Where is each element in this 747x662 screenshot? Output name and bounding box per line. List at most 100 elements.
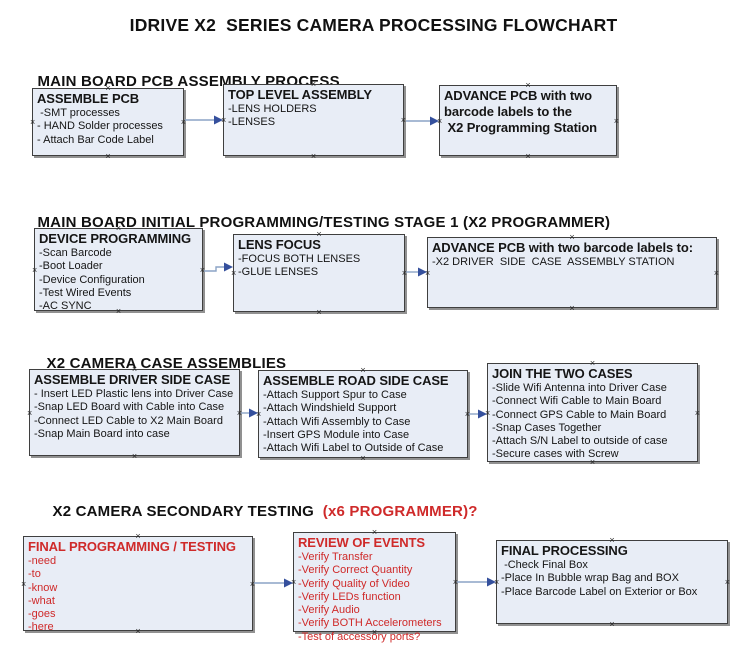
section-heading-case-assemblies: X2 CAMERA CASE ASSEMBLIES (29, 338, 286, 389)
box-item: -Attach Wifi Assembly to Case (263, 415, 411, 428)
box-items: -FOCUS BOTH LENSES-GLUE LENSES (238, 253, 404, 280)
box-item: -GLUE LENSES (238, 266, 319, 279)
connection-handle-icon (609, 621, 614, 627)
box-title: ASSEMBLE PCB (37, 91, 140, 106)
box-item: -LENS HOLDERS (228, 103, 317, 115)
connection-handle-icon (231, 270, 236, 276)
box-item: -Connect Wifi Cable to Main Board (492, 395, 662, 408)
connection-handle-icon (525, 153, 530, 159)
connection-handle-icon (132, 453, 137, 459)
box-item: -to (28, 568, 41, 581)
flow-arrow (406, 116, 439, 126)
flow-box-advance-pcb-programming-station: ADVANCE PCB with two barcode labels to t… (439, 85, 617, 156)
flow-box-top-level-assembly: TOP LEVEL ASSEMBLY -LENS HOLDERS-LENSES (223, 84, 404, 156)
box-item: -Verify Correct Quantity (298, 564, 413, 577)
page-title: IDRIVE X2 SERIES CAMERA PROCESSING FLOWC… (129, 15, 618, 35)
box-items: -LENS HOLDERS-LENSES (228, 103, 403, 130)
box-item: -Attach Support Spur to Case (263, 389, 407, 401)
box-item: -Snap Main Board into case (34, 427, 170, 440)
box-title: REVIEW OF EVENTS (298, 535, 425, 550)
box-items: -Scan Barcode-Boot Loader-Device Configu… (39, 247, 202, 313)
box-item: -SMT processes (37, 107, 120, 119)
box-items: -Slide Wifi Antenna into Driver Case-Con… (492, 382, 697, 462)
box-title: FINAL PROCESSING (501, 543, 628, 558)
box-item: -Boot Loader (39, 260, 103, 273)
flow-arrow (469, 409, 487, 419)
box-items: -Attach Support Spur to Case-Attach Wind… (263, 389, 467, 455)
box-title: LENS FOCUS (238, 237, 321, 252)
box-title: JOIN THE TWO CASES (492, 366, 633, 381)
box-item: -Test of accessory ports? (298, 630, 421, 643)
box-item: -Verify Audio (298, 604, 360, 617)
box-title: TOP LEVEL ASSEMBLY (228, 87, 372, 102)
box-items: -Verify Transfer-Verify Correct Quantity… (298, 551, 455, 644)
connection-handle-icon (360, 455, 365, 461)
connection-handle-icon (311, 153, 316, 159)
connection-handle-icon (221, 117, 226, 123)
box-item: -Test Wired Events (39, 286, 132, 299)
flow-arrow (406, 267, 427, 277)
section-heading-text: X2 CAMERA CASE ASSEMBLIES (46, 355, 287, 372)
box-item: -Insert GPS Module into Case (263, 428, 410, 441)
box-item: -AC SYNC (39, 300, 92, 313)
box-item: -goes (28, 608, 56, 621)
box-item: -Verify Quality of Video (298, 577, 410, 590)
flow-box-assemble-road-side-case: ASSEMBLE ROAD SIDE CASE -Attach Support … (258, 370, 468, 458)
connection-handle-icon (714, 270, 719, 276)
flow-box-join-the-two-cases: JOIN THE TWO CASES -Slide Wifi Antenna i… (487, 363, 698, 462)
box-item: -Attach Wifi Label to Outside of Case (263, 442, 444, 455)
connection-handle-icon (494, 579, 499, 585)
box-item: -what (28, 594, 55, 607)
flow-box-device-programming: DEVICE PROGRAMMING -Scan Barcode-Boot Lo… (32, 228, 203, 313)
section-heading-text: X2 CAMERA SECONDARY TESTING (52, 503, 323, 520)
connection-handle-icon (437, 118, 442, 124)
box-item: - Insert LED Plastic lens into Driver Ca… (34, 388, 234, 400)
flow-box-assemble-driver-side-case: ASSEMBLE DRIVER SIDE CASE - Insert LED P… (29, 369, 240, 456)
flow-box-final-programming-testing: FINAL PROGRAMMING / TESTING -need-to-kno… (21, 536, 253, 634)
flow-box-final-processing: FINAL PROCESSING -Check Final Box-Place … (496, 540, 728, 624)
box-item: -Snap Cases Together (492, 421, 602, 434)
box-item: -Place In Bubble wrap Bag and BOX (501, 572, 679, 585)
flow-arrow (254, 578, 293, 588)
box-item: -X2 DRIVER SIDE CASE ASSEMBLY STATION (432, 256, 675, 268)
box-item: -here (28, 621, 54, 634)
box-item: -Verify Transfer (298, 551, 373, 563)
box-item: -Snap LED Board with Cable into Case (34, 401, 225, 414)
flow-arrow (204, 262, 233, 272)
flow-arrow (185, 115, 223, 125)
box-item: -Connect LED Cable to X2 Main Board (34, 414, 223, 427)
box-item: -Attach Windshield Support (263, 402, 397, 415)
box-item: -LENSES (228, 116, 276, 129)
box-title: ADVANCE PCB with two barcode labels to: (432, 240, 693, 255)
connection-handle-icon (569, 305, 574, 311)
box-item: - HAND Solder processes (37, 120, 163, 133)
section-heading-text: MAIN BOARD INITIAL PROGRAMMING/TESTING S… (37, 214, 611, 231)
box-title: DEVICE PROGRAMMING (39, 231, 192, 246)
section-heading-initial-programming: MAIN BOARD INITIAL PROGRAMMING/TESTING S… (20, 197, 610, 248)
box-item: - Attach Bar Code Label (37, 133, 154, 146)
connection-handle-icon (32, 267, 37, 273)
box-title: ADVANCE PCB with two barcode labels to t… (444, 88, 598, 135)
box-item: -need (28, 555, 57, 567)
connection-handle-icon (256, 411, 261, 417)
connection-handle-icon (291, 579, 296, 585)
flow-box-assemble-pcb: ASSEMBLE PCB -SMT processes- HAND Solder… (32, 88, 184, 156)
connection-handle-icon (105, 153, 110, 159)
box-item: -Slide Wifi Antenna into Driver Case (492, 382, 667, 394)
flow-box-lens-focus: LENS FOCUS -FOCUS BOTH LENSES-GLUE LENSE… (233, 234, 405, 312)
box-items: -X2 DRIVER SIDE CASE ASSEMBLY STATION (432, 256, 716, 269)
box-item: -Secure cases with Screw (492, 448, 619, 461)
connection-handle-icon (21, 581, 26, 587)
box-item: -know (28, 581, 58, 594)
box-items: -Check Final Box-Place In Bubble wrap Ba… (501, 559, 727, 599)
connection-handle-icon (485, 410, 490, 416)
section-heading-secondary-testing: X2 CAMERA SECONDARY TESTING (x6 PROGRAMM… (35, 486, 478, 537)
connection-handle-icon (316, 309, 321, 315)
box-title: ASSEMBLE ROAD SIDE CASE (263, 373, 449, 388)
flow-arrow (241, 408, 258, 418)
flow-box-advance-pcb-driver-side: ADVANCE PCB with two barcode labels to: … (427, 237, 717, 308)
box-item: -FOCUS BOTH LENSES (238, 253, 361, 265)
connection-handle-icon (30, 119, 35, 125)
box-item: -Check Final Box (501, 559, 588, 571)
